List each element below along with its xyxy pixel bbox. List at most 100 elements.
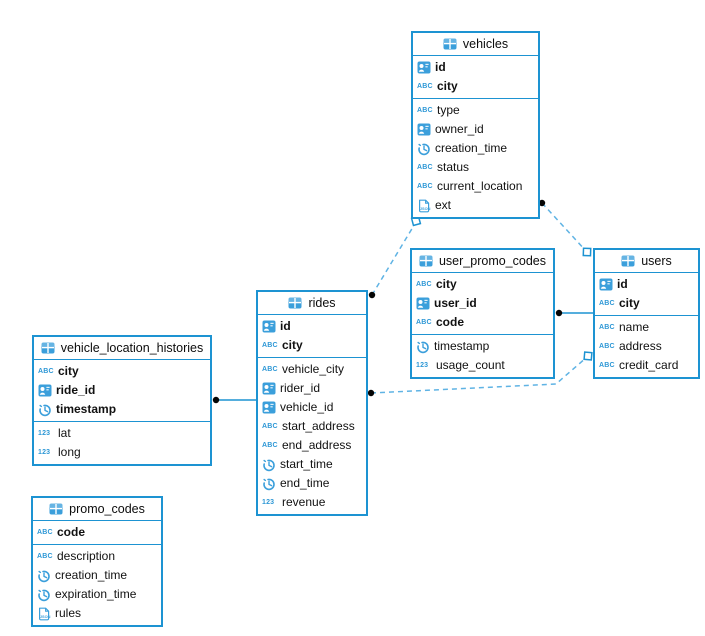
column-label: city	[282, 338, 303, 352]
column-label: vehicle_city	[282, 362, 345, 376]
column-label: timestamp	[434, 339, 490, 353]
abc-text-type-icon: ABC	[262, 366, 278, 373]
id-badge-icon	[417, 123, 432, 136]
clock-timestamp-icon	[417, 142, 432, 156]
column-user_promo_codes-timestamp[interactable]: timestamp	[412, 337, 553, 356]
connection-dot-marker	[368, 291, 376, 299]
abc-text-type-icon: ABC	[599, 343, 615, 350]
abc-text-type-icon: ABC	[599, 362, 615, 369]
table-header-users[interactable]: users	[595, 250, 698, 273]
clock-timestamp-icon	[37, 588, 52, 602]
clock-timestamp-icon	[416, 340, 431, 354]
column-label: id	[280, 319, 291, 333]
column-label: description	[57, 549, 116, 563]
json-document-icon: JSON	[417, 199, 432, 213]
table-header-rides[interactable]: rides	[258, 292, 366, 315]
column-label: end_time	[280, 476, 330, 490]
column-label: current_location	[437, 179, 523, 193]
column-vehicles-id[interactable]: id	[413, 58, 538, 77]
id-badge-icon	[599, 278, 614, 291]
column-rides-rider_id[interactable]: rider_id	[258, 379, 366, 398]
column-label: owner_id	[435, 122, 484, 136]
table-header-user_promo_codes[interactable]: user_promo_codes	[412, 250, 553, 273]
column-promo_codes-creation_time[interactable]: creation_time	[33, 566, 161, 585]
column-vehicle_location_histories-timestamp[interactable]: timestamp	[34, 400, 210, 419]
column-label: city	[437, 79, 458, 93]
column-rides-vehicle_id[interactable]: vehicle_id	[258, 398, 366, 417]
column-rides-id[interactable]: id	[258, 317, 366, 336]
abc-text-type-icon: ABC	[417, 164, 433, 171]
clock-timestamp-icon	[38, 403, 53, 417]
column-users-id[interactable]: id	[595, 275, 698, 294]
number-123-type-icon: 123	[416, 362, 429, 369]
column-user_promo_codes-usage_count[interactable]: 123 usage_count	[412, 356, 553, 375]
abc-text-type-icon: ABC	[416, 319, 432, 326]
table-icon	[49, 503, 64, 515]
abc-text-type-icon: ABC	[416, 281, 432, 288]
column-label: vehicle_id	[280, 400, 334, 414]
json-document-icon: JSON	[37, 607, 52, 621]
column-label: usage_count	[436, 358, 505, 372]
column-promo_codes-expiration_time[interactable]: expiration_time	[33, 585, 161, 604]
table-header-vehicles[interactable]: vehicles	[413, 33, 538, 56]
column-label: long	[58, 445, 81, 459]
column-user_promo_codes-user_id[interactable]: user_id	[412, 294, 553, 313]
table-icon	[621, 255, 636, 267]
column-vehicle_location_histories-ride_id[interactable]: ride_id	[34, 381, 210, 400]
relationship-vehicles-users[interactable]	[541, 202, 587, 252]
table-header-promo_codes[interactable]: promo_codes	[33, 498, 161, 521]
svg-text:JSON: JSON	[40, 614, 51, 619]
abc-text-type-icon: ABC	[262, 342, 278, 349]
column-vehicles-owner_id[interactable]: owner_id	[413, 120, 538, 139]
column-rides-end_time[interactable]: end_time	[258, 474, 366, 493]
column-rides-start_time[interactable]: start_time	[258, 455, 366, 474]
connection-dot-marker	[555, 309, 563, 317]
column-label: creation_time	[435, 141, 508, 155]
column-rides-vehicle_city[interactable]: ABC vehicle_city	[258, 360, 366, 379]
id-badge-icon	[262, 401, 277, 414]
table-header-vehicle_location_histories[interactable]: vehicle_location_histories	[34, 337, 210, 360]
column-rides-city[interactable]: ABC city	[258, 336, 366, 355]
column-vehicles-creation_time[interactable]: creation_time	[413, 139, 538, 158]
abc-text-type-icon: ABC	[599, 300, 615, 307]
abc-text-type-icon: ABC	[262, 442, 278, 449]
number-123-type-icon: 123	[262, 499, 275, 506]
abc-text-type-icon: ABC	[262, 423, 278, 430]
